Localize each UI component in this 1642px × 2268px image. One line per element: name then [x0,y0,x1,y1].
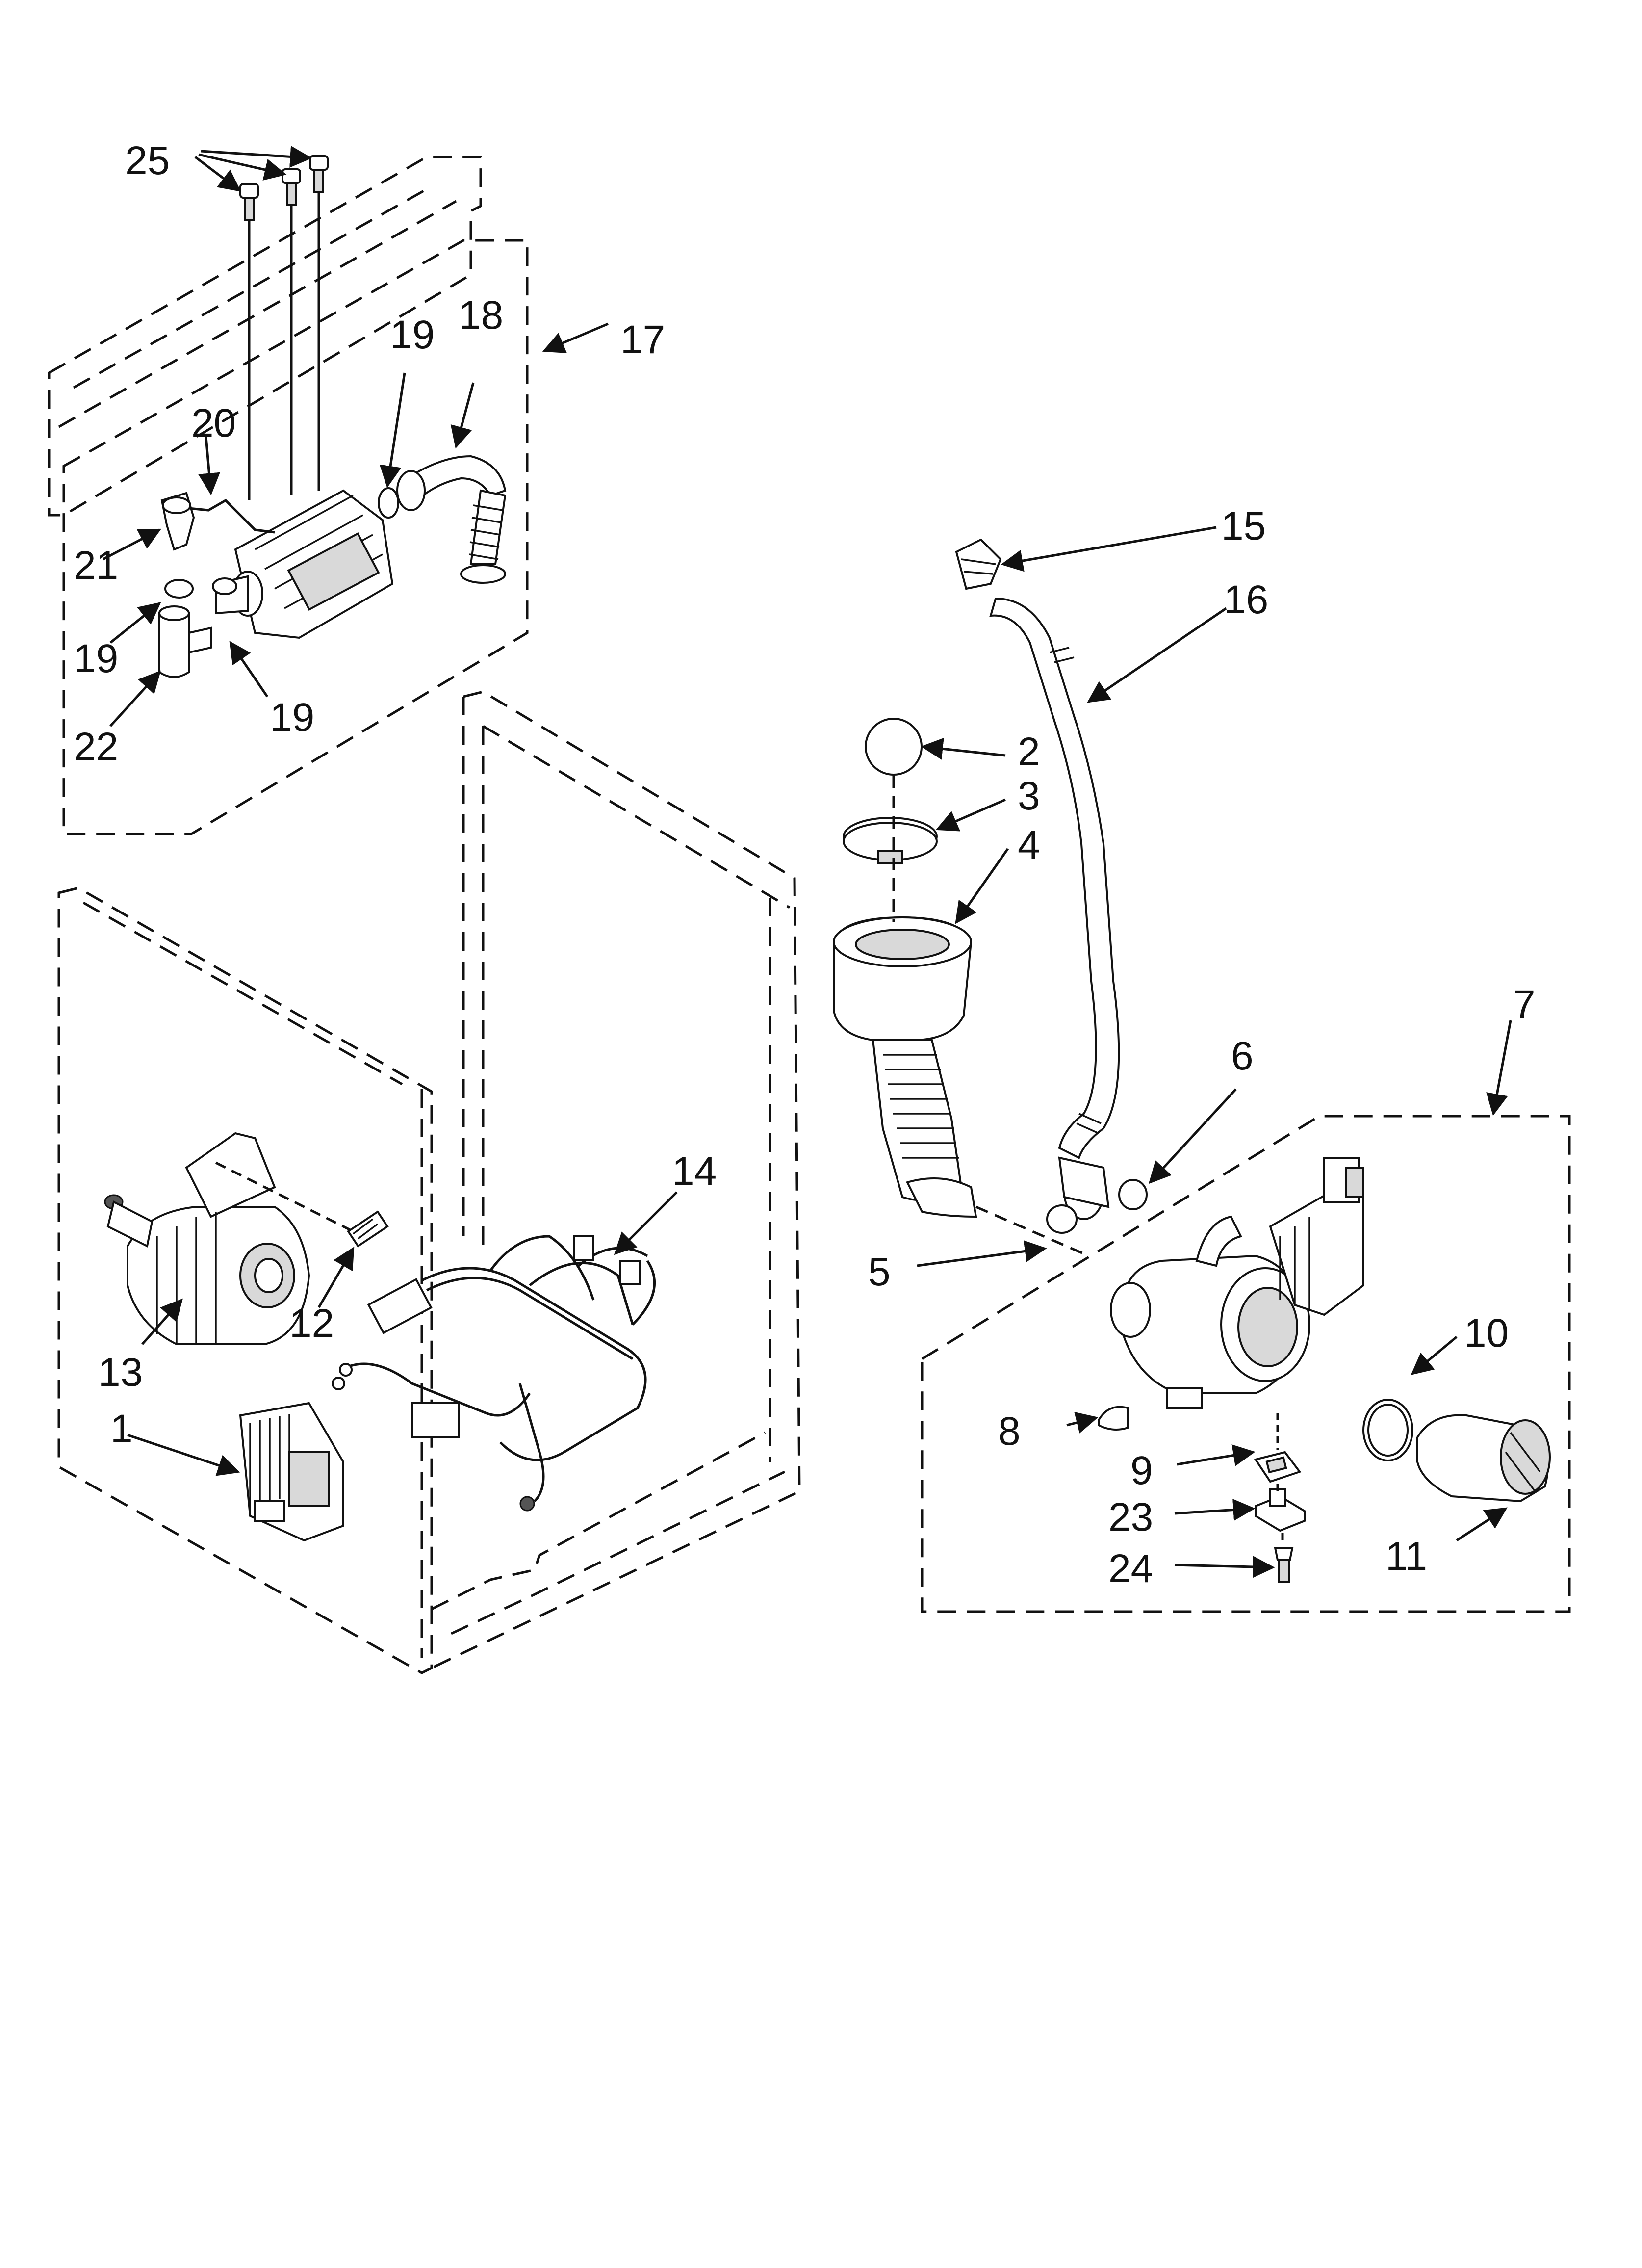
filter-10-11 [1362,1399,1551,1503]
callout-23: 25 [125,138,170,183]
screws-23 [239,155,329,500]
bolt-12 [215,1161,389,1248]
valve-parts-21-22 [158,492,212,678]
console-ghost-inner-2 [58,200,457,428]
parts-2-3-4 [833,718,1089,1257]
water-valve-assembly [183,489,394,639]
motor-13 [104,1132,310,1345]
callout-3: 3 [1018,774,1040,818]
callout-12: 12 [289,1301,334,1346]
callout-14: 14 [672,1149,717,1194]
o-rings-19 [164,487,399,599]
screw-25 [1274,1547,1294,1561]
callout-19: 19 [74,636,118,681]
callout-5: 5 [868,1250,891,1294]
callout-18: 18 [459,293,503,338]
cabinet-frame-outline [431,690,801,1669]
callout-13: 13 [98,1350,143,1395]
console-ghost-inner [73,185,433,389]
callout-20: 20 [191,401,236,445]
screw-icon [309,155,329,491]
callout-11: 11 [1385,1534,1427,1579]
console-ghost [48,156,482,517]
control-board-1 [239,1402,344,1542]
cabinet-left-outline [57,886,433,1674]
callout-7: 7 [1513,982,1536,1027]
callout-17: 17 [620,317,665,362]
callout-4: 4 [1018,823,1040,867]
callout-24: 23 [1108,1495,1153,1539]
callout-1: 1 [110,1407,133,1451]
fill-hose-15-16 [955,538,1120,1220]
seal-8 [1098,1406,1129,1431]
callout-25: 24 [1108,1546,1153,1591]
screw-icon [282,168,301,495]
drain-pump-assembly [1110,1157,1364,1409]
pump-small-parts [1098,1406,1306,1583]
callout-22: 22 [74,725,118,769]
clamps-5-6 [1046,1179,1148,1234]
callout-2: 2 [1018,730,1040,774]
callout-arrows [102,145,1512,1578]
callout-6: 6 [1231,1034,1254,1078]
cabinet-base-2 [450,1470,786,1635]
callout-labels: 25 17 18 19 20 21 19 19 22 15 16 2 3 4 7… [74,138,1536,1591]
hose-18 [396,455,507,584]
cabinet-left-inner [82,901,403,1086]
callout-19: 19 [390,313,435,357]
assembly-7-outline [921,1115,1571,1613]
callout-16: 16 [1224,577,1268,622]
ball-2 [865,718,923,776]
screw-icon [239,183,259,500]
callout-9: 9 [1130,1448,1153,1493]
dashed-assembly-outlines [48,156,1571,1674]
callout-19: 19 [270,695,314,740]
callout-10: 10 [1464,1311,1509,1356]
wire-harness-14 [332,1235,656,1512]
assembly-17-outline [62,239,529,835]
callout-15: 15 [1221,504,1266,548]
callout-21: 21 [74,543,118,588]
cabinet-frame-inner [482,725,791,909]
callout-8: 8 [998,1409,1021,1454]
cabinet-base [431,1431,766,1611]
